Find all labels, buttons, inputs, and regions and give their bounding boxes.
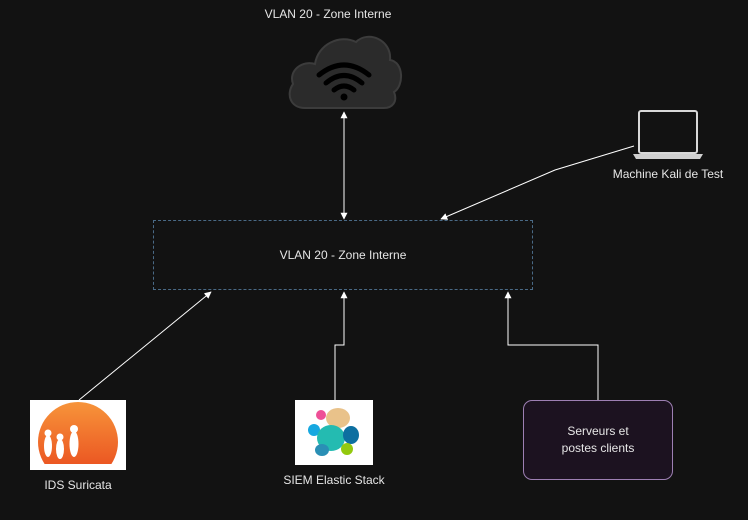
edge-ids-vlan	[78, 291, 212, 401]
vlan-zone-container[interactable]: VLAN 20 - Zone Interne	[153, 220, 533, 290]
siem-elastic-label: SIEM Elastic Stack	[283, 473, 385, 487]
meerkat-logo	[30, 402, 126, 470]
ids-suricata-label: IDS Suricata	[44, 478, 112, 492]
servers-label-line2: postes clients	[561, 441, 635, 455]
laptop-label: Machine Kali de Test	[612, 167, 724, 181]
servers-label-line1: Serveurs et	[567, 424, 629, 438]
wifi-cloud-icon[interactable]	[288, 35, 402, 109]
ids-suricata-node[interactable]	[30, 400, 126, 470]
siem-elastic-node[interactable]	[295, 400, 373, 465]
cloud-label: VLAN 20 - Zone Interne	[264, 7, 392, 21]
servers-clients-node[interactable]: Serveurs et postes clients	[523, 400, 673, 480]
laptop-icon[interactable]	[633, 110, 703, 159]
elastic-logo	[308, 408, 359, 456]
edge-laptop-vlan	[440, 145, 635, 220]
edge-servers-vlan	[504, 291, 599, 400]
edge-siem-vlan	[334, 291, 348, 400]
vlan-zone-label: VLAN 20 - Zone Interne	[279, 248, 407, 262]
